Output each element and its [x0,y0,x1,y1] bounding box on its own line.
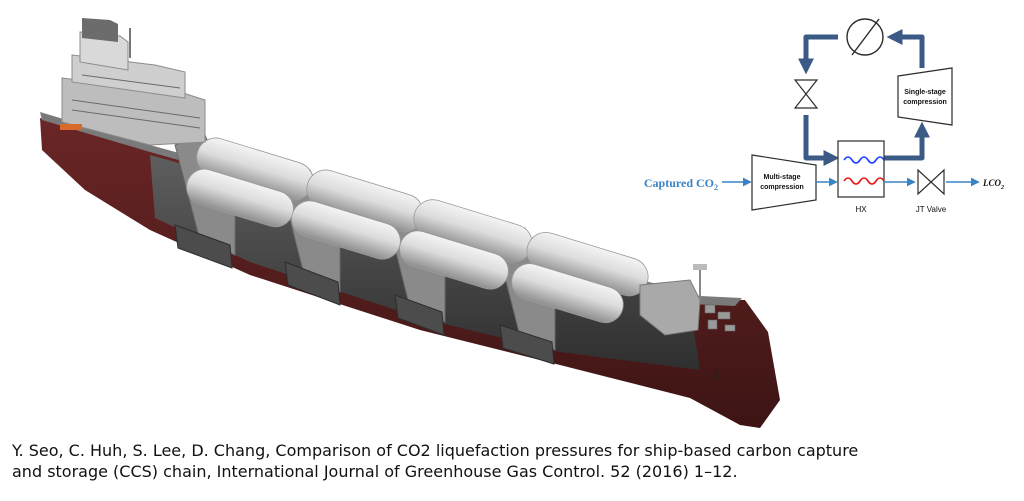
jt-valve-icon [917,168,945,196]
bow-deck-equipment [704,304,736,332]
refrigeration-loop [797,28,931,167]
heat-exchanger [837,140,885,198]
ship-illustration: ⚓ [40,18,780,428]
lower-holds [174,224,555,365]
loop-line-from-hx [880,121,931,161]
loop-line-from-compressor [886,28,925,68]
bow-mast-top [693,264,707,270]
lco2-label: LCO2 [982,178,1004,191]
loop-valve-icon [793,79,819,109]
anchor-mark: ⚓ [712,368,722,381]
lifeboat [60,124,82,130]
bow-housing [639,279,701,336]
hx-cold-stream [843,156,885,164]
superstructure-windows [71,74,201,129]
jt-valve-label: JT Valve [916,205,947,214]
multi-stage-compressor [751,154,817,211]
loop-line-to-hx [803,115,840,167]
cargo-tanks [186,137,649,324]
citation-line-1: Y. Seo, C. Huh, S. Lee, D. Chang, Compar… [12,441,859,460]
single-stage-label-line2: compression [903,99,947,106]
citation-line-2: and storage (CCS) chain, International J… [12,462,738,481]
multi-stage-label-line2: compression [760,184,804,191]
hx-label: HX [855,205,867,214]
cargo-tank [399,230,509,290]
superstructure [60,18,206,146]
single-stage-label-line1: Single-stage [904,89,946,96]
single-stage-compressor [897,67,953,126]
cargo-tank [511,263,624,324]
captured-co2-label: Captured CO2 [644,176,718,192]
hx-hot-stream [843,177,885,185]
funnel [82,18,118,42]
loop-return-line [797,34,838,75]
expander-icon [846,18,884,56]
multi-stage-label-line1: Multi-stage [764,174,801,181]
process-diagram: Single-stage compression HX Multi-stage … [644,18,1004,214]
citation: Y. Seo, C. Huh, S. Lee, D. Chang, Compar… [12,440,1012,482]
